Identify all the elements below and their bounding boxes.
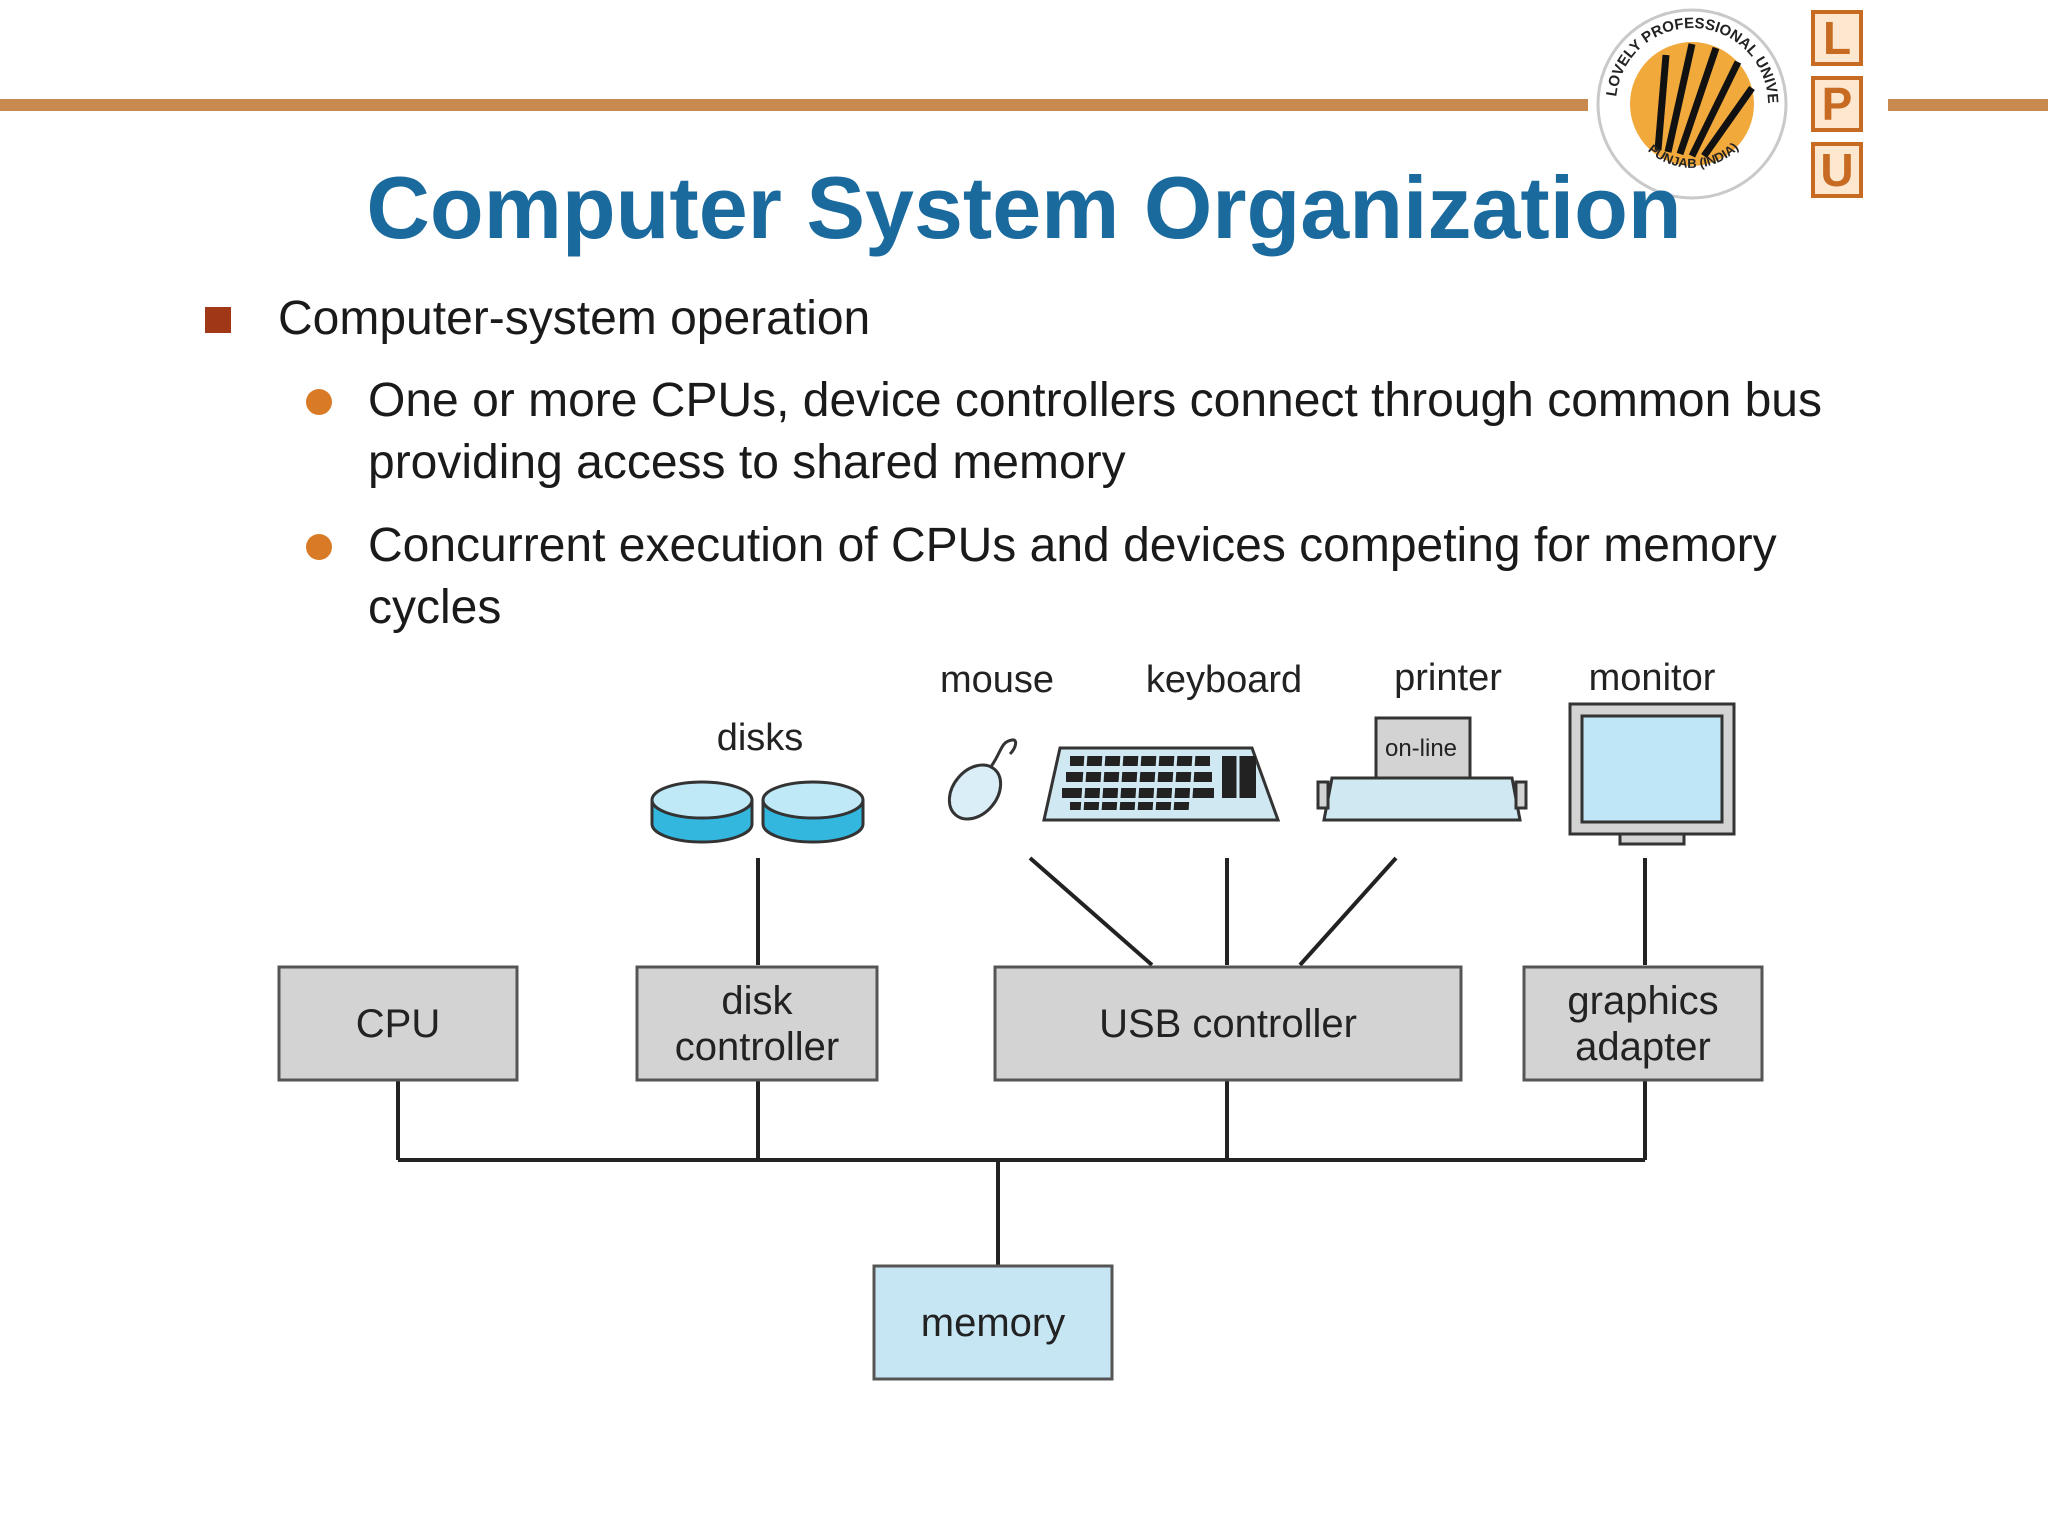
header-rule	[0, 99, 2048, 111]
printer-icon: on-line	[1316, 716, 1528, 822]
disks-label: disks	[717, 717, 804, 759]
disk-controller-label-1: disk	[721, 979, 793, 1023]
sub-bullet-2-line1: Concurrent execution of CPUs and devices…	[368, 519, 1777, 572]
square-bullet-icon	[205, 307, 231, 333]
lpu-letters: L P U	[1811, 10, 1863, 198]
dot-bullet-icon	[306, 534, 332, 560]
graphics-adapter-label-2: adapter	[1575, 1025, 1711, 1069]
logo-letter-p: P	[1822, 78, 1853, 130]
sub-bullet-1-line2: providing access to shared memory	[368, 436, 1126, 489]
lpu-logo: LOVELY PROFESSIONAL UNIVERSITY PUNJAB (I…	[1583, 0, 1888, 210]
memory-label: memory	[921, 1301, 1065, 1345]
usb-controller-box: USB controller	[993, 965, 1463, 1082]
monitor-icon	[1568, 702, 1736, 846]
logo-letter-l: L	[1823, 12, 1851, 64]
mouse-icon	[947, 738, 1018, 821]
sub-bullet-2: Concurrent execution of CPUs and devices…	[368, 515, 1928, 639]
disk-controller-box: disk controller	[635, 965, 879, 1082]
mouse-label: mouse	[940, 659, 1054, 701]
monitor-label: monitor	[1589, 657, 1716, 699]
logo-letter-u: U	[1820, 144, 1853, 196]
printer-link	[1298, 856, 1398, 967]
usb-controller-label: USB controller	[1099, 1002, 1357, 1046]
graphics-adapter-label-1: graphics	[1567, 979, 1718, 1023]
printer-panel-label: on-line	[1385, 735, 1457, 762]
dot-bullet-icon	[306, 389, 332, 415]
cpu-label: CPU	[356, 1002, 440, 1046]
slide-title: Computer System Organization	[366, 158, 1682, 257]
sub-bullet-1: One or more CPUs, device controllers con…	[368, 370, 1928, 494]
printer-label: printer	[1394, 657, 1502, 699]
mouse-link	[1028, 856, 1154, 967]
lpu-seal-icon: LOVELY PROFESSIONAL UNIVERSITY PUNJAB (I…	[1583, 0, 1863, 200]
cpu-box: CPU	[277, 965, 519, 1082]
disk-controller-label-2: controller	[675, 1025, 840, 1069]
bullet-level1: Computer-system operation	[278, 292, 871, 345]
sub-bullet-1-line1: One or more CPUs, device controllers con…	[368, 374, 1822, 427]
keyboard-label: keyboard	[1146, 659, 1302, 701]
memory-box: memory	[872, 1264, 1114, 1381]
sub-bullet-2-line2: cycles	[368, 581, 502, 634]
graphics-adapter-box: graphics adapter	[1522, 965, 1764, 1082]
keyboard-icon	[1042, 746, 1281, 822]
bus-lines	[396, 856, 1647, 1265]
disks-icon	[650, 780, 865, 844]
